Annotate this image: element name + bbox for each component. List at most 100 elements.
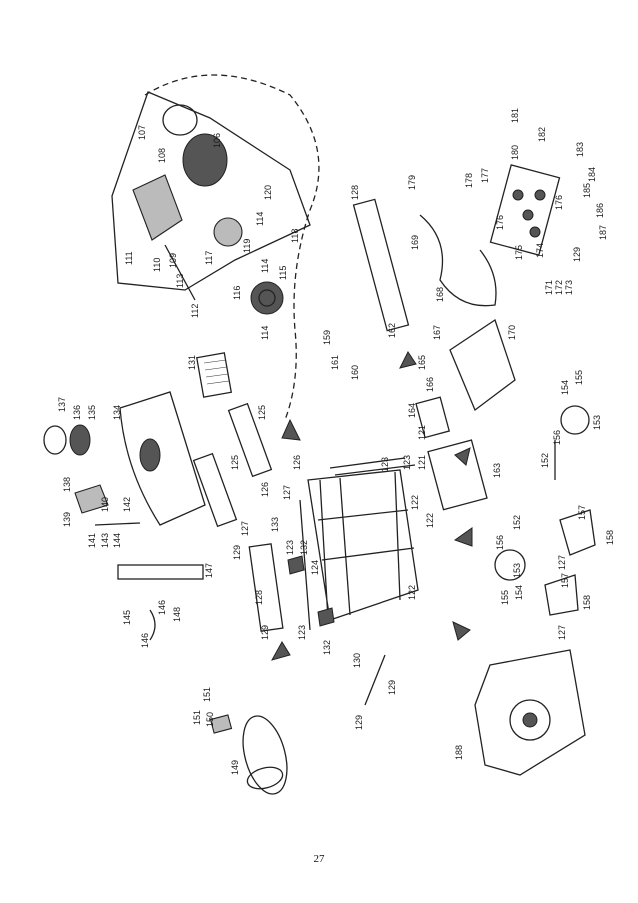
louver-line: [206, 380, 230, 385]
part-callout: 131: [187, 355, 197, 370]
part-callout: 157: [560, 573, 570, 588]
part-callout: 114: [260, 326, 270, 340]
plate-part: [352, 198, 410, 332]
part-callout: 123: [380, 457, 390, 472]
rear-bracket-part: [213, 217, 243, 247]
part-callout: 179: [407, 175, 417, 190]
side-bar-part: [248, 543, 284, 632]
part-callout: 133: [270, 517, 280, 532]
outlet-part: [529, 226, 541, 238]
part-callout: 155: [500, 590, 510, 605]
fuel-gauge-part: [139, 438, 161, 472]
outlet-panel-part: [489, 164, 561, 256]
part-callout: 127: [240, 521, 250, 536]
mount-disc-part: [494, 549, 526, 581]
part-callout: 124: [310, 560, 320, 575]
part-callout: 123: [402, 455, 412, 470]
engine-hub-part: [522, 712, 538, 728]
part-callout: 165: [417, 355, 427, 370]
hose-part: [149, 609, 156, 641]
fuel-valve-part: [74, 484, 109, 514]
part-callout: 151: [192, 710, 202, 725]
end-cover-part: [162, 104, 198, 136]
mount-bracket-part: [559, 509, 596, 556]
part-callout: 135: [87, 405, 97, 420]
muffler-part: [242, 715, 288, 795]
rubber-mount-part: [317, 607, 335, 627]
arrow-icon: [399, 351, 417, 369]
part-callout: 134: [112, 405, 122, 420]
part-callout: 115: [278, 266, 288, 280]
part-callout: 126: [292, 455, 302, 470]
callout-labels: 107 108 106 111 110 109 113 112 117 116 …: [57, 108, 615, 775]
panel-plate-part: [427, 439, 488, 511]
part-callout: 138: [62, 477, 72, 492]
part-callout: 164: [407, 403, 417, 418]
part-callout: 169: [410, 235, 420, 250]
part-callout: 188: [454, 745, 464, 760]
part-callout: 110: [152, 258, 162, 272]
part-callout: 147: [204, 563, 214, 578]
arrow-icon: [452, 621, 471, 641]
louver-line: [205, 373, 229, 378]
part-callout: 113: [175, 274, 185, 288]
part-callout: 156: [495, 535, 505, 550]
part-callout: 121: [417, 425, 427, 440]
part-callout: 153: [512, 563, 522, 578]
mount-bracket-part: [544, 574, 579, 616]
part-callout: 136: [72, 405, 82, 420]
arrow-icon: [281, 418, 301, 441]
part-callout: 182: [537, 127, 547, 142]
part-callout: 154: [514, 585, 524, 600]
part-callout: 184: [587, 167, 597, 182]
part-callout: 139: [62, 512, 72, 527]
part-callout: 185: [582, 183, 592, 198]
part-callout: 187: [598, 225, 608, 240]
part-callout: 144: [112, 533, 122, 548]
part-callout: 151: [202, 687, 212, 702]
part-callout: 183: [575, 142, 585, 157]
heat-shield-part: [209, 714, 233, 734]
part-callout: 150: [205, 712, 215, 727]
part-callout: 149: [230, 760, 240, 775]
part-callout: 142: [122, 497, 132, 512]
arrow-icon: [270, 641, 291, 661]
part-callout: 114: [260, 259, 270, 273]
part-callout: 108: [157, 148, 167, 163]
part-callout: 117: [204, 251, 214, 265]
part-callout: 111: [124, 251, 134, 265]
support-bar-part: [364, 654, 386, 706]
fuel-line-part: [94, 522, 141, 526]
part-callout: 116: [232, 286, 242, 300]
part-callout: 163: [492, 463, 502, 478]
part-callout: 172: [554, 280, 564, 295]
page-number: 27: [313, 853, 325, 865]
frame-part: [307, 469, 419, 621]
part-callout: 141: [87, 533, 97, 548]
part-callout: 119: [242, 239, 252, 253]
part-callout: 168: [435, 287, 445, 302]
part-callout: 127: [557, 625, 567, 640]
louver-grille-part: [195, 352, 233, 398]
part-callout: 180: [510, 145, 520, 160]
part-callout: 173: [564, 280, 574, 295]
part-callout: 120: [263, 185, 273, 200]
part-callout: 129: [387, 680, 397, 695]
part-callout: 174: [535, 243, 545, 258]
part-callout: 148: [172, 607, 182, 622]
fuel-tank-part: [119, 391, 206, 526]
rotor-shaft-part: [164, 244, 196, 301]
part-callout: 127: [282, 485, 292, 500]
rubber-mount-part: [287, 555, 305, 575]
wire-harness-part: [419, 214, 497, 307]
part-callout: 158: [582, 595, 592, 610]
part-callout: 159: [322, 330, 332, 345]
part-callout: 123: [297, 625, 307, 640]
part-callout: 153: [592, 415, 602, 430]
part-callout: 130: [352, 653, 362, 668]
stator-part: [182, 133, 228, 187]
muffler-bracket-part: [117, 564, 204, 580]
part-callout: 132: [299, 540, 309, 555]
handle-part: [227, 402, 273, 478]
part-callout: 118: [290, 229, 300, 243]
